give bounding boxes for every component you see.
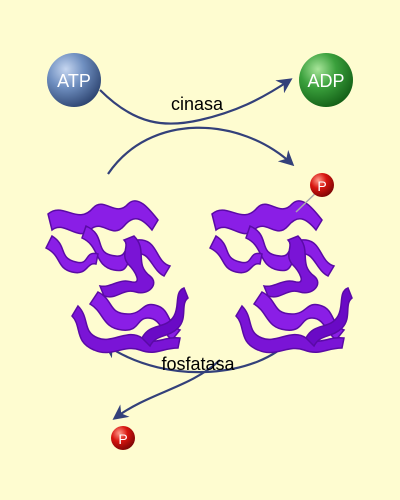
phosphate-released-sphere [111, 426, 135, 450]
phosphate-released-label: P [118, 431, 127, 447]
protein-unphosphorylated [45, 200, 189, 354]
atp-sphere [47, 53, 101, 107]
adp-sphere [299, 53, 353, 107]
phosphate-attached: P [310, 173, 334, 197]
phosphatase-lower-arrow [112, 359, 221, 420]
kinase-lower-arrow [107, 126, 295, 175]
adp-node: ADP [299, 53, 353, 107]
phosphate-released: P [111, 426, 135, 450]
atp-node: ATP [47, 53, 101, 107]
phosphate-attached-label: P [317, 178, 326, 194]
adp-label: ADP [307, 71, 344, 91]
phosphate-attached-sphere [310, 173, 334, 197]
atp-label: ATP [57, 71, 91, 91]
protein-phosphorylated [209, 200, 353, 354]
kinase-upper-arrow [99, 78, 293, 125]
kinase-label: cinasa [171, 94, 224, 114]
phosphatase-label: fosfatasa [161, 354, 235, 374]
